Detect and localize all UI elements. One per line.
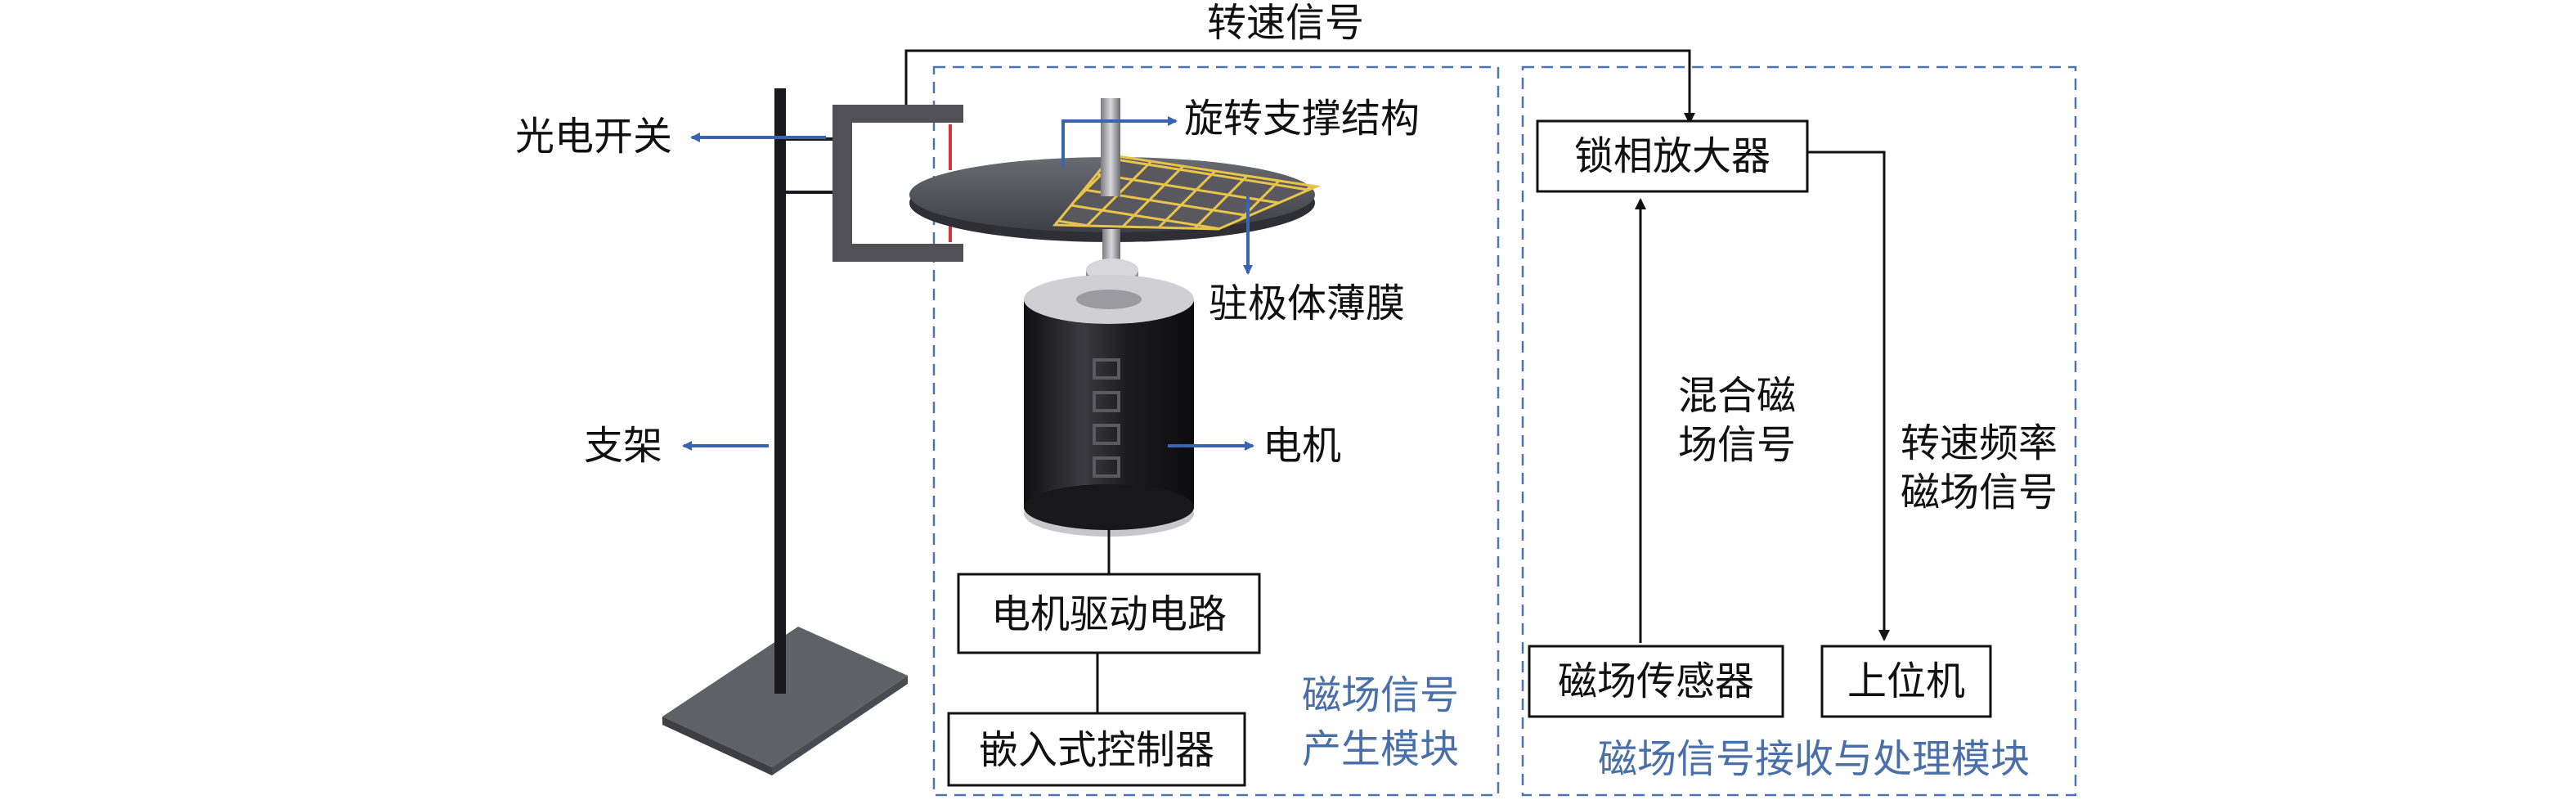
motor-label: 电机 [1263, 423, 1341, 469]
module-generation-box [932, 65, 1500, 797]
speed-freq-line [1807, 151, 1890, 641]
speed-freq-label-line1: 转速频率 [1901, 420, 2058, 466]
module-generation-label-line2: 产生模块 [1302, 726, 1459, 772]
mixed-signal-label-line2: 场信号 [1678, 422, 1796, 468]
lockin-amplifier-box [1536, 119, 1809, 193]
speed-signal-line [904, 49, 1695, 124]
mixed-signal-label-line1: 混合磁 [1678, 373, 1796, 419]
speed-freq-label-line2: 磁场信号 [1901, 470, 2058, 515]
embedded-controller-text: 嵌入式控制器 [979, 727, 1214, 773]
rotating-disk [909, 154, 1322, 242]
motor-assembly [1024, 98, 1194, 537]
stand-pole [774, 88, 786, 694]
motor-body [1024, 299, 1194, 507]
photoelectric-switch-label: 光电开关 [515, 114, 672, 160]
host-computer-text: 上位机 [1847, 658, 1965, 704]
connection-lines [904, 49, 1890, 713]
motor-driver-text: 电机驱动电路 [991, 591, 1227, 637]
electret-film-label: 驻极体薄膜 [1209, 281, 1405, 326]
bracket-label: 支架 [584, 423, 662, 469]
label-arrows [682, 116, 1254, 451]
host-computer-box [1820, 645, 1992, 718]
lockin-amplifier-text: 锁相放大器 [1574, 133, 1770, 179]
rotating-support-label: 旋转支撑结构 [1184, 96, 1420, 142]
embedded-controller-box [947, 712, 1246, 787]
magnetic-sensor-box [1528, 645, 1784, 718]
module-receive-label: 磁场信号接收与处理模块 [1598, 736, 2030, 782]
module-generation-label-line1: 磁场信号 [1302, 672, 1459, 718]
upper-shaft [1101, 98, 1120, 196]
speed-signal-label: 转速信号 [1207, 0, 1364, 46]
motor-driver-box [957, 573, 1261, 654]
stand [662, 88, 908, 775]
magnetic-sensor-text: 磁场传感器 [1558, 658, 1754, 704]
